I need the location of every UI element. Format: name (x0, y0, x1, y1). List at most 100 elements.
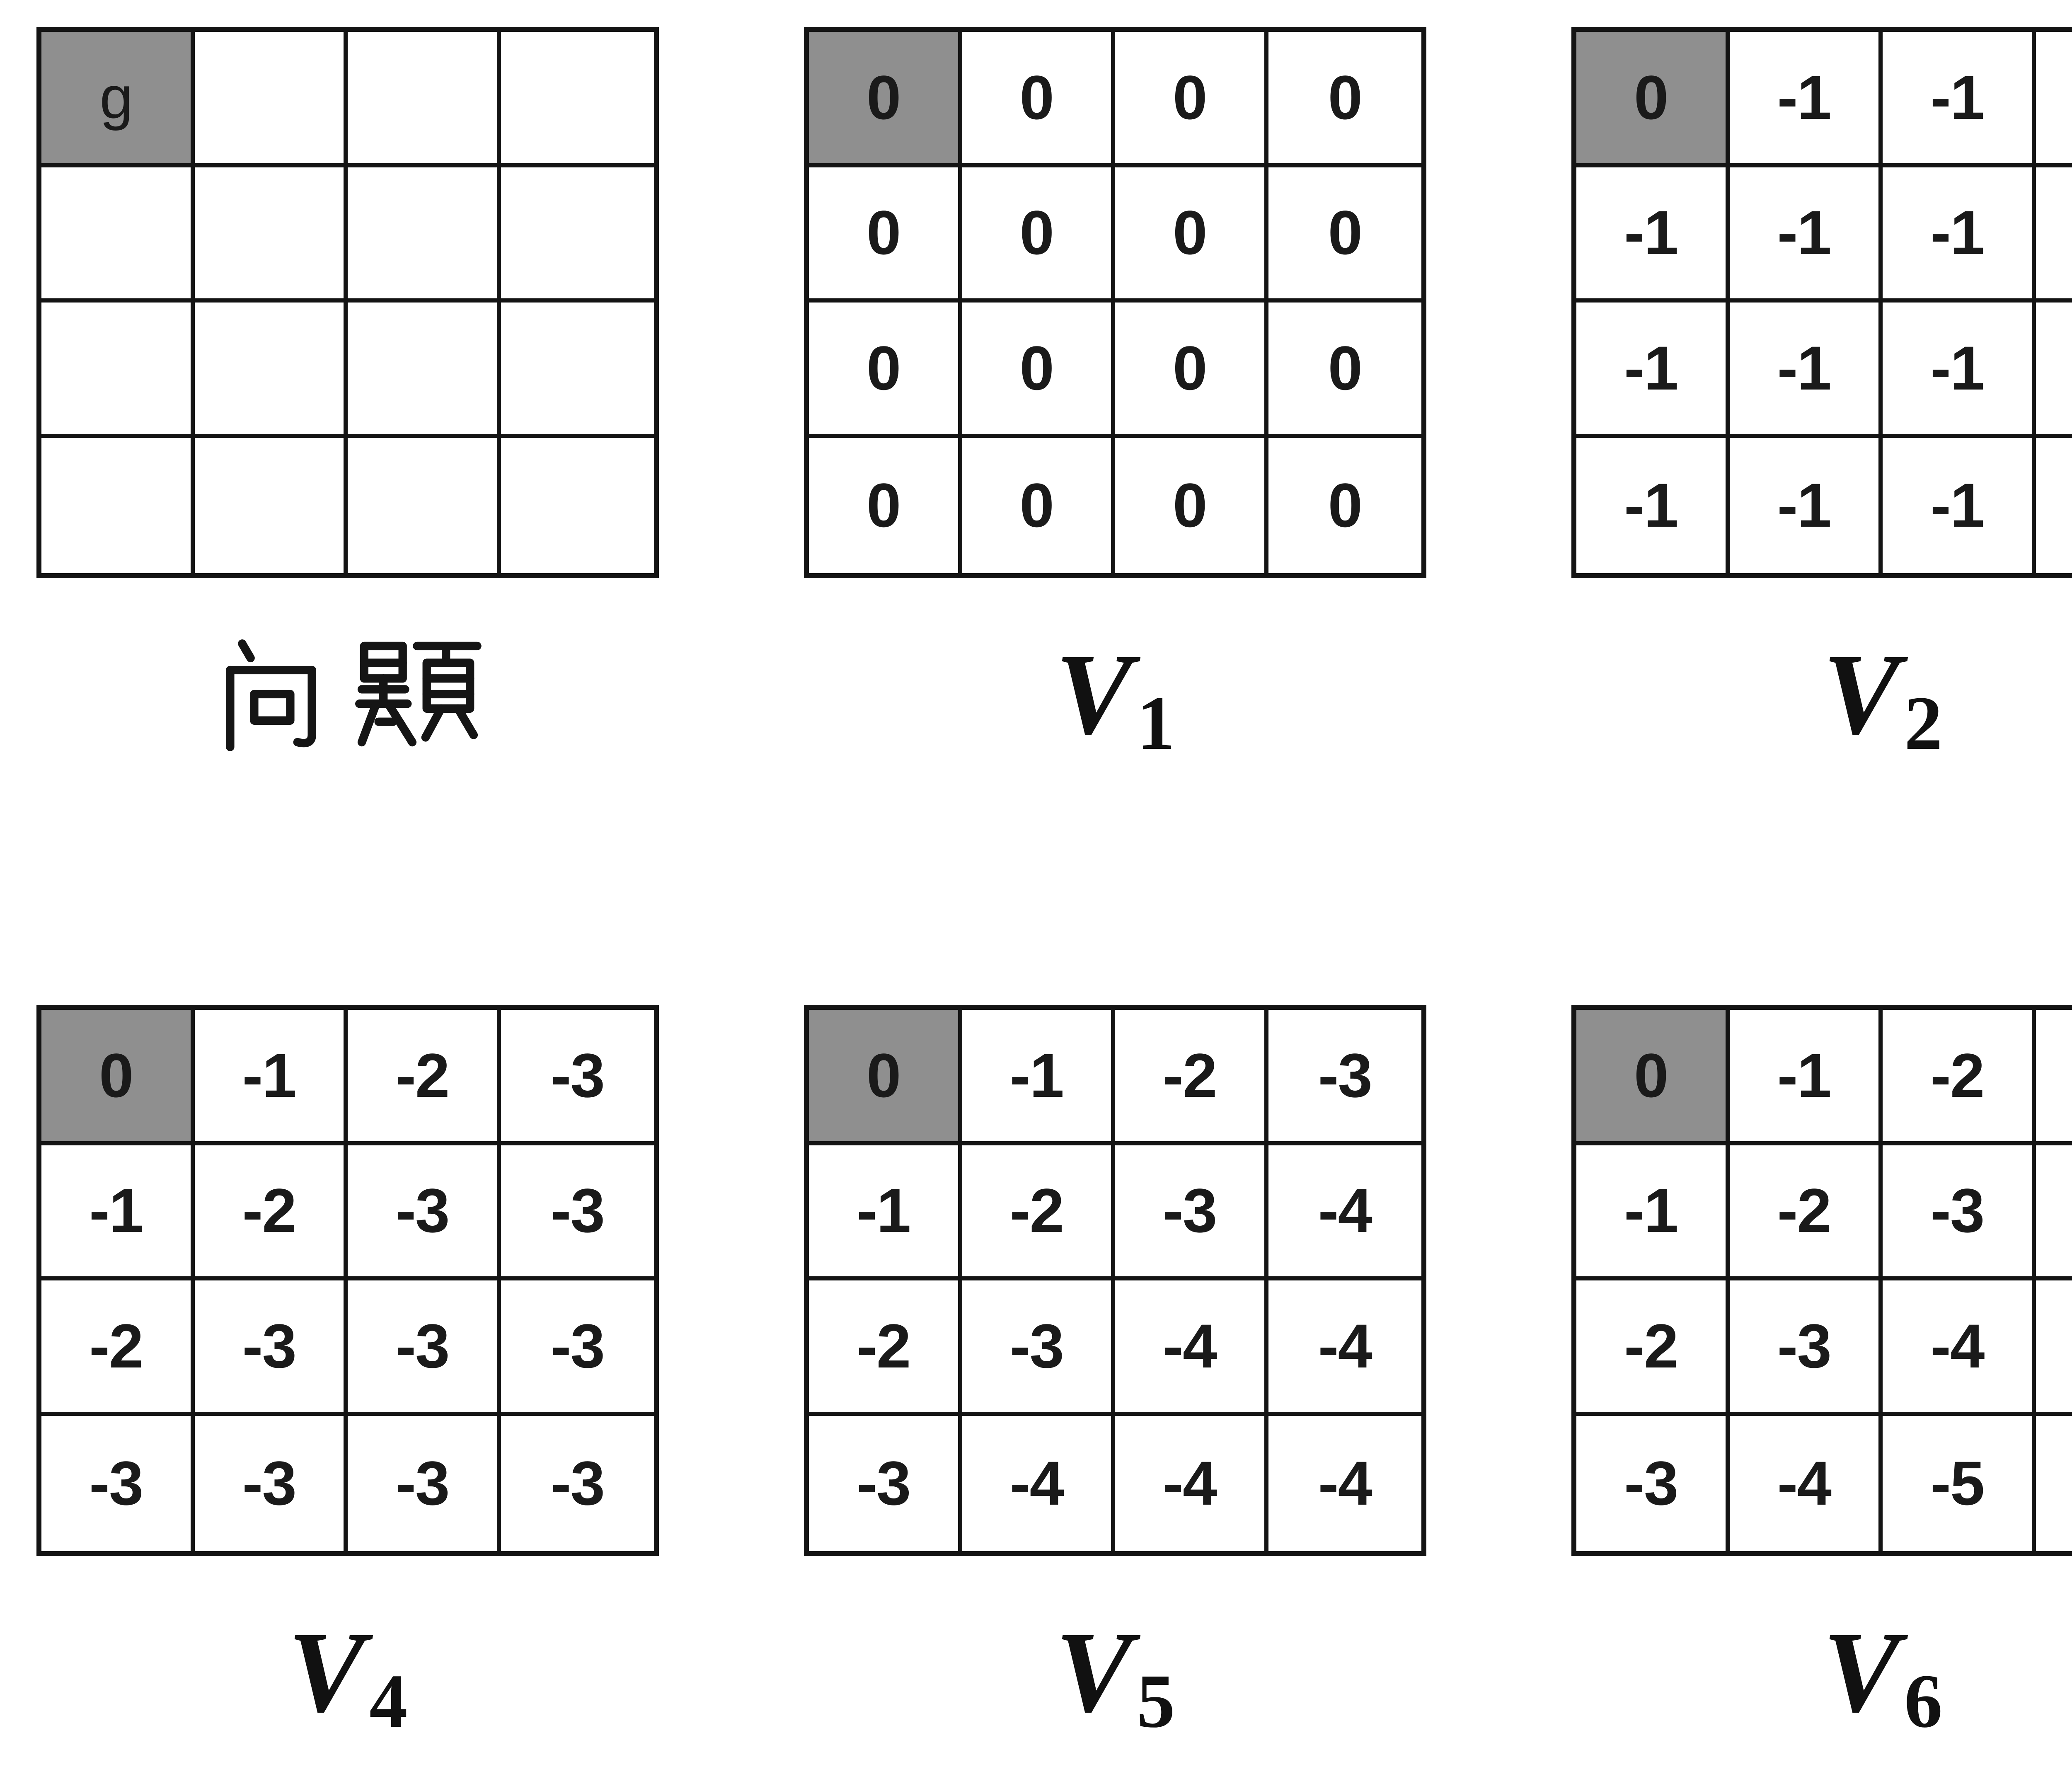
grid-cell: -1 (41, 1145, 195, 1280)
grid-cell: -2 (962, 1145, 1115, 1280)
grid-cell-goal: 0 (809, 1010, 962, 1145)
cjk-glyph-wen (226, 639, 316, 751)
grid-cell: -1 (2036, 303, 2072, 438)
grid-v2: 0-1-1-1 -1-1-1-1 -1-1-1-1 -1-1-1-1 (1571, 27, 2072, 578)
grid-v5: 0-1-2-3 -1-2-3-4 -2-3-4-4 -3-4-4-4 (804, 1005, 1426, 1556)
grid-cell: -5 (1883, 1416, 2036, 1551)
grid-cell: 0 (1115, 438, 1268, 573)
grid-problem: g (36, 27, 659, 578)
grid-v6: 0-1-2-3 -1-2-3-4 -2-3-4-5 -3-4-5-5 (1571, 1005, 2072, 1556)
v-label-subscript: 6 (1904, 1658, 1943, 1744)
grid-cell: -1 (1576, 438, 1730, 573)
grid-cell: -3 (1883, 1145, 2036, 1280)
grid-cell: -1 (194, 1010, 348, 1145)
grid-cell (348, 303, 501, 438)
grid-cell (194, 167, 348, 303)
grid-cell: -2 (809, 1280, 962, 1416)
grid-cell: -1 (1576, 303, 1730, 438)
v-label-base: V (1055, 629, 1133, 758)
grid-cell: 0 (1268, 303, 1421, 438)
grid-cell (195, 438, 348, 573)
v-label-subscript: 2 (1904, 680, 1943, 766)
grid-cell: -1 (1729, 167, 1883, 303)
grid-cell: -1 (1729, 1010, 1883, 1145)
grid-cell: -3 (501, 1145, 654, 1280)
v-label-base: V (1055, 1607, 1133, 1736)
grid-cell-goal: 0 (41, 1010, 195, 1145)
grid-cell: -5 (2036, 1280, 2072, 1416)
grid-cell: 0 (1268, 167, 1421, 303)
grid-cell: -3 (809, 1416, 962, 1551)
grid-cell: -2 (1729, 1145, 1883, 1280)
v-label-subscript: 5 (1137, 1658, 1175, 1744)
grid-cell: -3 (195, 1416, 348, 1551)
grid-cell: 0 (809, 303, 962, 438)
grid-cell: -4 (1883, 1280, 2036, 1416)
grid-cell: -1 (2036, 32, 2072, 167)
v-label-base: V (288, 1607, 366, 1736)
grid-cell (194, 32, 348, 167)
grid-cell: -2 (1115, 1010, 1268, 1145)
grid-cell: -4 (1318, 1448, 1372, 1518)
grid-cell: -3 (1268, 1010, 1421, 1145)
grid-cell: 0 (1115, 167, 1268, 303)
grid-cell (41, 303, 195, 438)
panel-label-problem: 问题 (36, 624, 659, 765)
grid-cell: -4 (1268, 1145, 1421, 1280)
figure-row-top: g 问题 (36, 27, 2072, 765)
grid-cell: -2 (1883, 1010, 2036, 1145)
grid-cell: 0 (1115, 32, 1268, 167)
grid-cell: 0 (809, 167, 962, 303)
grid-cell: 0 (962, 167, 1115, 303)
grid-cell: -4 (1115, 1280, 1268, 1416)
grid-cell-goal: g (41, 32, 195, 167)
grid-cell: -4 (1115, 1416, 1268, 1551)
grid-cell: -1 (2036, 438, 2072, 574)
grid-cell: -4 (1730, 1416, 1883, 1551)
v-label-subscript: 1 (1137, 680, 1175, 766)
cjk-glyph-ti (355, 641, 482, 747)
grid-cell: -1 (1729, 303, 1883, 438)
v-label-subscript: 4 (369, 1658, 408, 1744)
grid-cell (194, 303, 348, 438)
grid-cell: -4 (2036, 1145, 2072, 1280)
grid-cell: -1 (1883, 167, 2036, 303)
grid-cell: -3 (550, 1448, 605, 1518)
grid-cell: -3 (1115, 1145, 1268, 1280)
grid-cell: -2 (41, 1280, 195, 1416)
grid-cell: 0 (809, 438, 962, 573)
grid-cell: -5 (2036, 1416, 2072, 1551)
grid-cell: -1 (1883, 438, 2036, 573)
grid-cell-goal: 0 (1576, 1010, 1730, 1145)
grid-v4: 0-1-2-3 -1-2-3-3 -2-3-3-3 -3-3-3-3 (36, 1005, 659, 1556)
grid-cell: -3 (501, 1010, 654, 1145)
grid-cell: 0 (1268, 32, 1421, 167)
v-label-base: V (1823, 629, 1900, 758)
grid-cell: -1 (809, 1145, 962, 1280)
grid-cell: -3 (1576, 1416, 1730, 1551)
grid-cell (41, 167, 195, 303)
grid-cell: -3 (1729, 1280, 1883, 1416)
grid-cell-goal: 0 (809, 32, 962, 167)
grid-cell: -3 (2036, 1010, 2072, 1145)
grid-cell: -1 (962, 1010, 1115, 1145)
grid-cell: -2 (348, 1010, 501, 1145)
grid-cell: -3 (348, 1280, 501, 1416)
grid-cell: -3 (501, 1280, 654, 1416)
grid-cell: -4 (1268, 1280, 1421, 1416)
grid-cell: -3 (41, 1416, 195, 1551)
panel-v2: 0-1-1-1 -1-1-1-1 -1-1-1-1 -1-1-1-1 V2 (1571, 27, 2072, 765)
grid-cell (501, 303, 654, 438)
grid-cell: -3 (348, 1416, 501, 1551)
v-label-base: V (1823, 1607, 1900, 1736)
grid-cell: -3 (348, 1145, 501, 1280)
grid-cell: -2 (194, 1145, 348, 1280)
grid-cell: -3 (194, 1280, 348, 1416)
